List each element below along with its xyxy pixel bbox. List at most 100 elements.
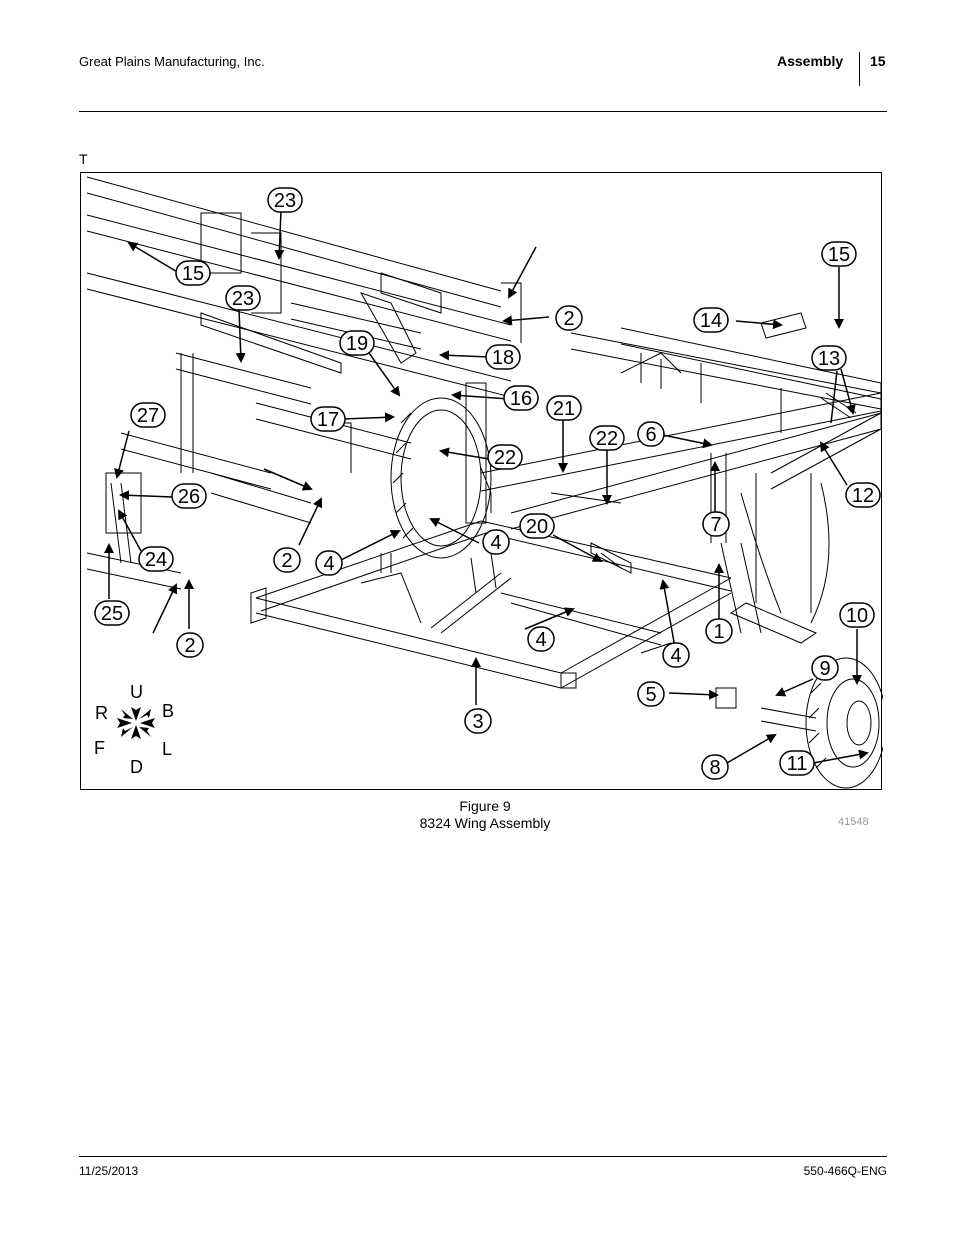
callout-16: 16: [503, 385, 539, 411]
callout-balloon: [701, 754, 729, 780]
callout-4: 4: [315, 550, 343, 576]
wing-assembly-drawing: 2315232191816172122226272624420724252441…: [86, 176, 883, 789]
callout-22: 22: [487, 444, 523, 470]
callout-4: 4: [482, 529, 510, 555]
footer-doc-number: 550-466Q-ENG: [803, 1164, 887, 1178]
callout-2: 2: [273, 547, 301, 573]
callout-label: 2: [184, 635, 195, 657]
callout-balloon: [527, 626, 555, 652]
header-section-title: Assembly: [777, 53, 844, 69]
callout-balloon: [225, 285, 261, 311]
callout-balloon: [705, 618, 733, 644]
callout-balloon: [637, 421, 665, 447]
callout-9: 9: [811, 655, 839, 681]
callout-label: 25: [101, 603, 123, 625]
callout-label: 1: [713, 621, 724, 643]
callout-label: 19: [346, 333, 368, 355]
callout-balloon: [273, 547, 301, 573]
callout-label: 23: [274, 190, 296, 212]
callout-3: 3: [464, 708, 492, 734]
callout-18: 18: [485, 344, 521, 370]
callout-balloon: [845, 482, 881, 508]
callout-6: 6: [637, 421, 665, 447]
callout-19: 19: [339, 330, 375, 356]
direction-compass: U D R B F L: [94, 682, 174, 777]
callout-balloon: [779, 750, 815, 776]
callout-11: 11: [779, 750, 815, 776]
callout-balloon: [176, 632, 204, 658]
callout-2: 2: [555, 305, 583, 331]
callout-balloon: [315, 550, 343, 576]
callout-label: 23: [232, 288, 254, 310]
callout-balloon: [138, 546, 174, 572]
callout-balloon: [267, 187, 303, 213]
callout-label: 8: [709, 757, 720, 779]
callout-label: 4: [490, 532, 501, 554]
callout-label: 9: [819, 658, 830, 680]
callout-balloon: [482, 529, 510, 555]
callout-balloon: [175, 260, 211, 286]
callout-label: 2: [563, 308, 574, 330]
callout-label: 7: [710, 514, 721, 536]
callout-leaders: [104, 210, 869, 764]
callout-balloon: [171, 483, 207, 509]
header-divider: [859, 52, 860, 86]
footer-date: 11/25/2013: [79, 1164, 139, 1178]
callout-balloon: [487, 444, 523, 470]
callout-label: 21: [553, 398, 575, 420]
figure-caption-number: Figure 9: [459, 798, 511, 814]
callout-24: 24: [138, 546, 174, 572]
figure-id-number: 41548: [838, 816, 869, 828]
callout-balloon: [555, 305, 583, 331]
compass-down: D: [130, 757, 143, 777]
compass-back: B: [162, 701, 174, 721]
callout-label: 22: [596, 428, 618, 450]
callout-14: 14: [693, 307, 729, 333]
callout-25: 25: [94, 600, 130, 626]
callout-label: 15: [828, 244, 850, 266]
callout-balloon: [94, 600, 130, 626]
callout-20: 20: [519, 513, 555, 539]
callout-label: 4: [535, 629, 546, 651]
callout-label: 27: [137, 405, 159, 427]
callout-label: 12: [852, 485, 874, 507]
callout-label: 6: [645, 424, 656, 446]
compass-right: R: [95, 703, 108, 723]
compass-front: F: [94, 738, 105, 758]
callout-23: 23: [225, 285, 261, 311]
figure-caption: Figure 9 8324 Wing Assembly: [385, 798, 585, 832]
callout-label: 16: [510, 388, 532, 410]
callout-22: 22: [589, 425, 625, 451]
callout-label: 4: [323, 553, 334, 575]
callout-26: 26: [171, 483, 207, 509]
callout-balloon: [811, 655, 839, 681]
callout-8: 8: [701, 754, 729, 780]
callout-21: 21: [546, 395, 582, 421]
callout-4: 4: [527, 626, 555, 652]
callout-17: 17: [310, 406, 346, 432]
callout-balloon: [546, 395, 582, 421]
callout-27: 27: [130, 402, 166, 428]
callout-label: 11: [787, 753, 808, 775]
callout-5: 5: [637, 681, 665, 707]
callout-balloon: [464, 708, 492, 734]
callout-balloon: [637, 681, 665, 707]
callout-label: 24: [145, 549, 167, 571]
callout-balloon: [339, 330, 375, 356]
callout-12: 12: [845, 482, 881, 508]
callout-13: 13: [811, 345, 847, 371]
callout-label: 14: [700, 310, 722, 332]
callout-label: 2: [281, 550, 292, 572]
callout-balloon: [519, 513, 555, 539]
callout-10: 10: [839, 602, 875, 628]
callout-label: 26: [178, 486, 200, 508]
callout-label: 20: [526, 516, 548, 538]
intro-text: T: [79, 151, 88, 167]
callout-label: 5: [645, 684, 656, 706]
callout-label: 17: [317, 409, 339, 431]
compass-up: U: [130, 682, 143, 702]
callout-balloon: [821, 241, 857, 267]
callout-7: 7: [702, 511, 730, 537]
